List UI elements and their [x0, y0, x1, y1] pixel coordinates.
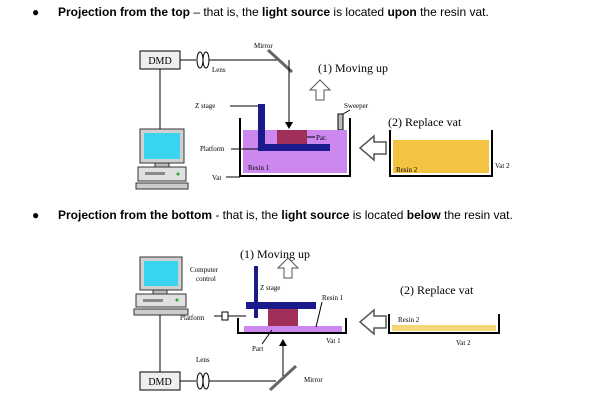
bottom-z-stage-label: Z stage: [260, 284, 280, 292]
top-dmd-label: DMD: [148, 56, 171, 67]
bottom-vat-1: [237, 318, 347, 334]
top-lens: [180, 51, 278, 69]
bottom-part-label: Part: [252, 345, 263, 353]
bottom-platform-label: Platform: [180, 314, 205, 322]
bullet-text-part: - that is, the: [212, 208, 282, 222]
top-z-stage: [258, 104, 265, 150]
bullet-text: Projection from the bottom - that is, th…: [58, 208, 513, 222]
top-sweeper-label: Sweeper: [344, 102, 369, 110]
top-moving-up-label: (1) Moving up: [318, 61, 388, 75]
bottom-lens: [180, 372, 276, 390]
bullet-text-part: the resin vat.: [416, 5, 489, 19]
bullet-text-part: – that is, the: [190, 5, 263, 19]
top-platform: [258, 144, 330, 151]
bullet-text-part: the resin vat.: [440, 208, 513, 222]
bottom-replace-arrow-icon: [358, 308, 387, 336]
top-mirror: [266, 48, 294, 74]
top-vat-label: Vat: [212, 174, 221, 182]
bottom-moving-up-label: (1) Moving up: [240, 247, 310, 261]
bottom-resin2-label: Resin 2: [398, 316, 420, 324]
top-sweeper: [337, 113, 344, 131]
bullet-dot: ●: [32, 208, 40, 222]
bullet-text-part: is located: [349, 208, 407, 222]
top-platform-label: Platform: [200, 145, 225, 153]
top-dmd-box: DMD: [139, 50, 181, 70]
bullet-text: Projection from the top – that is, the l…: [58, 5, 489, 19]
bottom-dmd-box: DMD: [139, 371, 181, 391]
bottom-mirror: [268, 364, 298, 392]
bullet-top-projection: ● Projection from the top – that is, the…: [32, 4, 489, 20]
bullet-text-part: is located: [330, 5, 388, 19]
top-vat2-label: Vat 2: [495, 162, 510, 170]
top-replace-arrow-icon: [358, 134, 387, 162]
bottom-vat-2: [388, 314, 500, 334]
top-part: [277, 130, 307, 144]
bottom-computer-control-line1: Computer: [190, 266, 219, 274]
bottom-computer-control-line2: control: [196, 275, 216, 283]
bullet-text-part: light source: [262, 5, 331, 19]
bullet-text-part: Projection from the bottom: [58, 208, 212, 222]
top-lens-label: Lens: [212, 66, 226, 74]
top-computer-icon: [135, 128, 189, 190]
bullet-text-part: upon: [387, 5, 417, 19]
bottom-part: [268, 309, 298, 329]
bottom-resin1-label: Resin 1: [322, 294, 344, 302]
top-resin1-label: Resin 1: [248, 164, 270, 172]
top-up-arrow-icon: [308, 79, 332, 101]
bullet-text-part: light source: [281, 208, 350, 222]
bottom-dmd-label: DMD: [148, 377, 171, 388]
top-mirror-label: Mirror: [254, 42, 273, 50]
bullet-text-part: Projection from the top: [58, 5, 190, 19]
bullet-bottom-projection: ● Projection from the bottom - that is, …: [32, 207, 513, 223]
bottom-up-arrow-icon: [276, 257, 300, 279]
top-z-stage-label: Z stage: [195, 102, 215, 110]
bottom-vat1-label: Vat 1: [326, 337, 341, 345]
top-part-label: Par.: [316, 134, 327, 142]
bottom-replace-vat-label: (2) Replace vat: [400, 283, 474, 297]
bottom-platform: [246, 302, 316, 309]
bottom-mirror-label: Mirror: [304, 376, 323, 384]
bullet-dot: ●: [32, 5, 40, 19]
top-replace-vat-label: (2) Replace vat: [388, 115, 462, 129]
top-vat-2: [389, 130, 493, 177]
top-resin2-label: Resin 2: [396, 166, 418, 174]
bottom-z-stage: [254, 266, 258, 318]
bottom-lens-label: Lens: [196, 356, 210, 364]
bottom-computer-icon: [133, 256, 189, 316]
bullet-text-part: below: [406, 208, 441, 222]
bottom-vat2-label: Vat 2: [456, 339, 471, 347]
